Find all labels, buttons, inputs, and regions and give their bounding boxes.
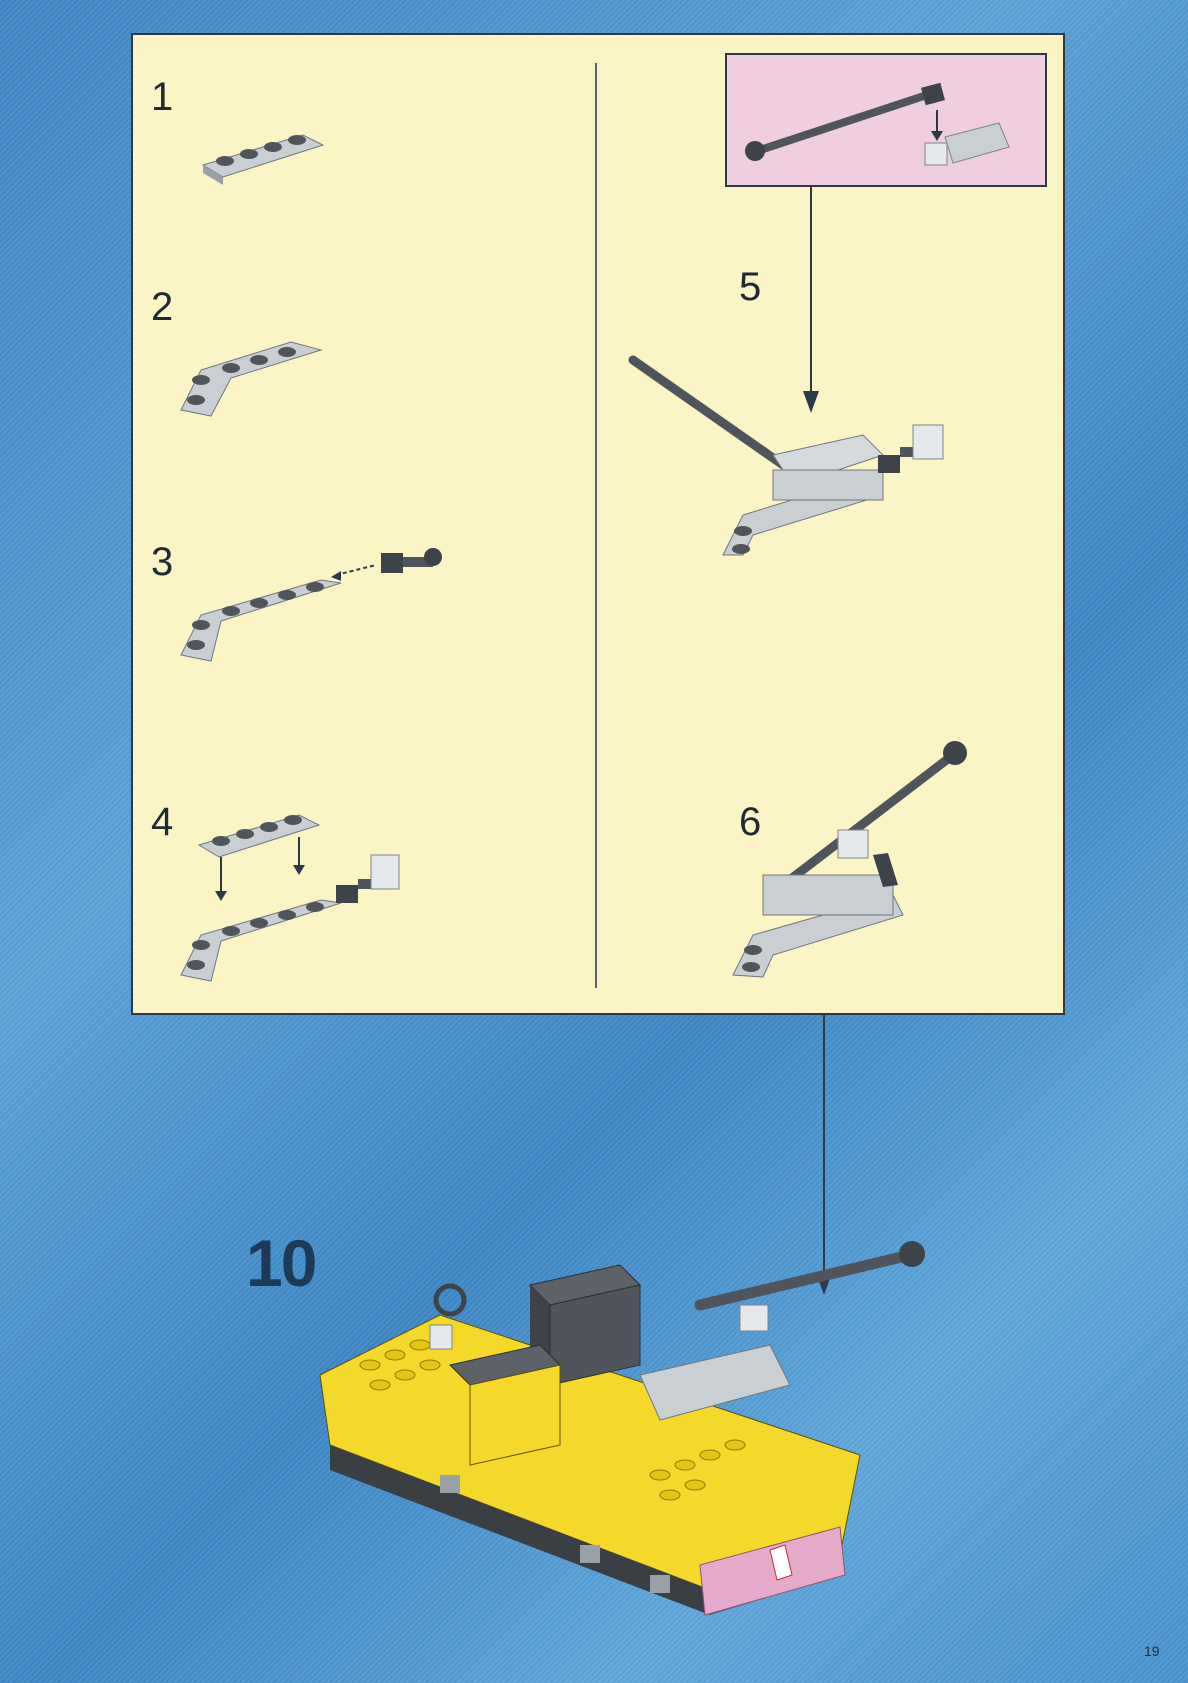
- sub-step-number-1: 1: [151, 75, 173, 120]
- sub-assembly-panel: 1 2 3 4 5 6: [131, 33, 1065, 1015]
- vehicle-assembly-illustration: [300, 1245, 920, 1605]
- step-2-plate-illustration: [171, 320, 341, 420]
- step-1-plate-illustration: [193, 105, 333, 185]
- sub-step-number-5: 5: [739, 265, 761, 310]
- step-4-assembly-illustration: [171, 815, 421, 1005]
- step-5-assembly-illustration: [623, 355, 983, 555]
- step-6-assembly-illustration: [723, 735, 1003, 985]
- callout-illustration: [727, 55, 1049, 189]
- step-3-assembly-illustration: [171, 535, 451, 685]
- page-number: 19: [1144, 1643, 1160, 1659]
- panel-divider: [595, 63, 597, 988]
- sub-step-number-2: 2: [151, 285, 173, 330]
- callout-box: [725, 53, 1047, 187]
- sub-step-number-4: 4: [151, 800, 173, 845]
- sub-step-number-3: 3: [151, 540, 173, 585]
